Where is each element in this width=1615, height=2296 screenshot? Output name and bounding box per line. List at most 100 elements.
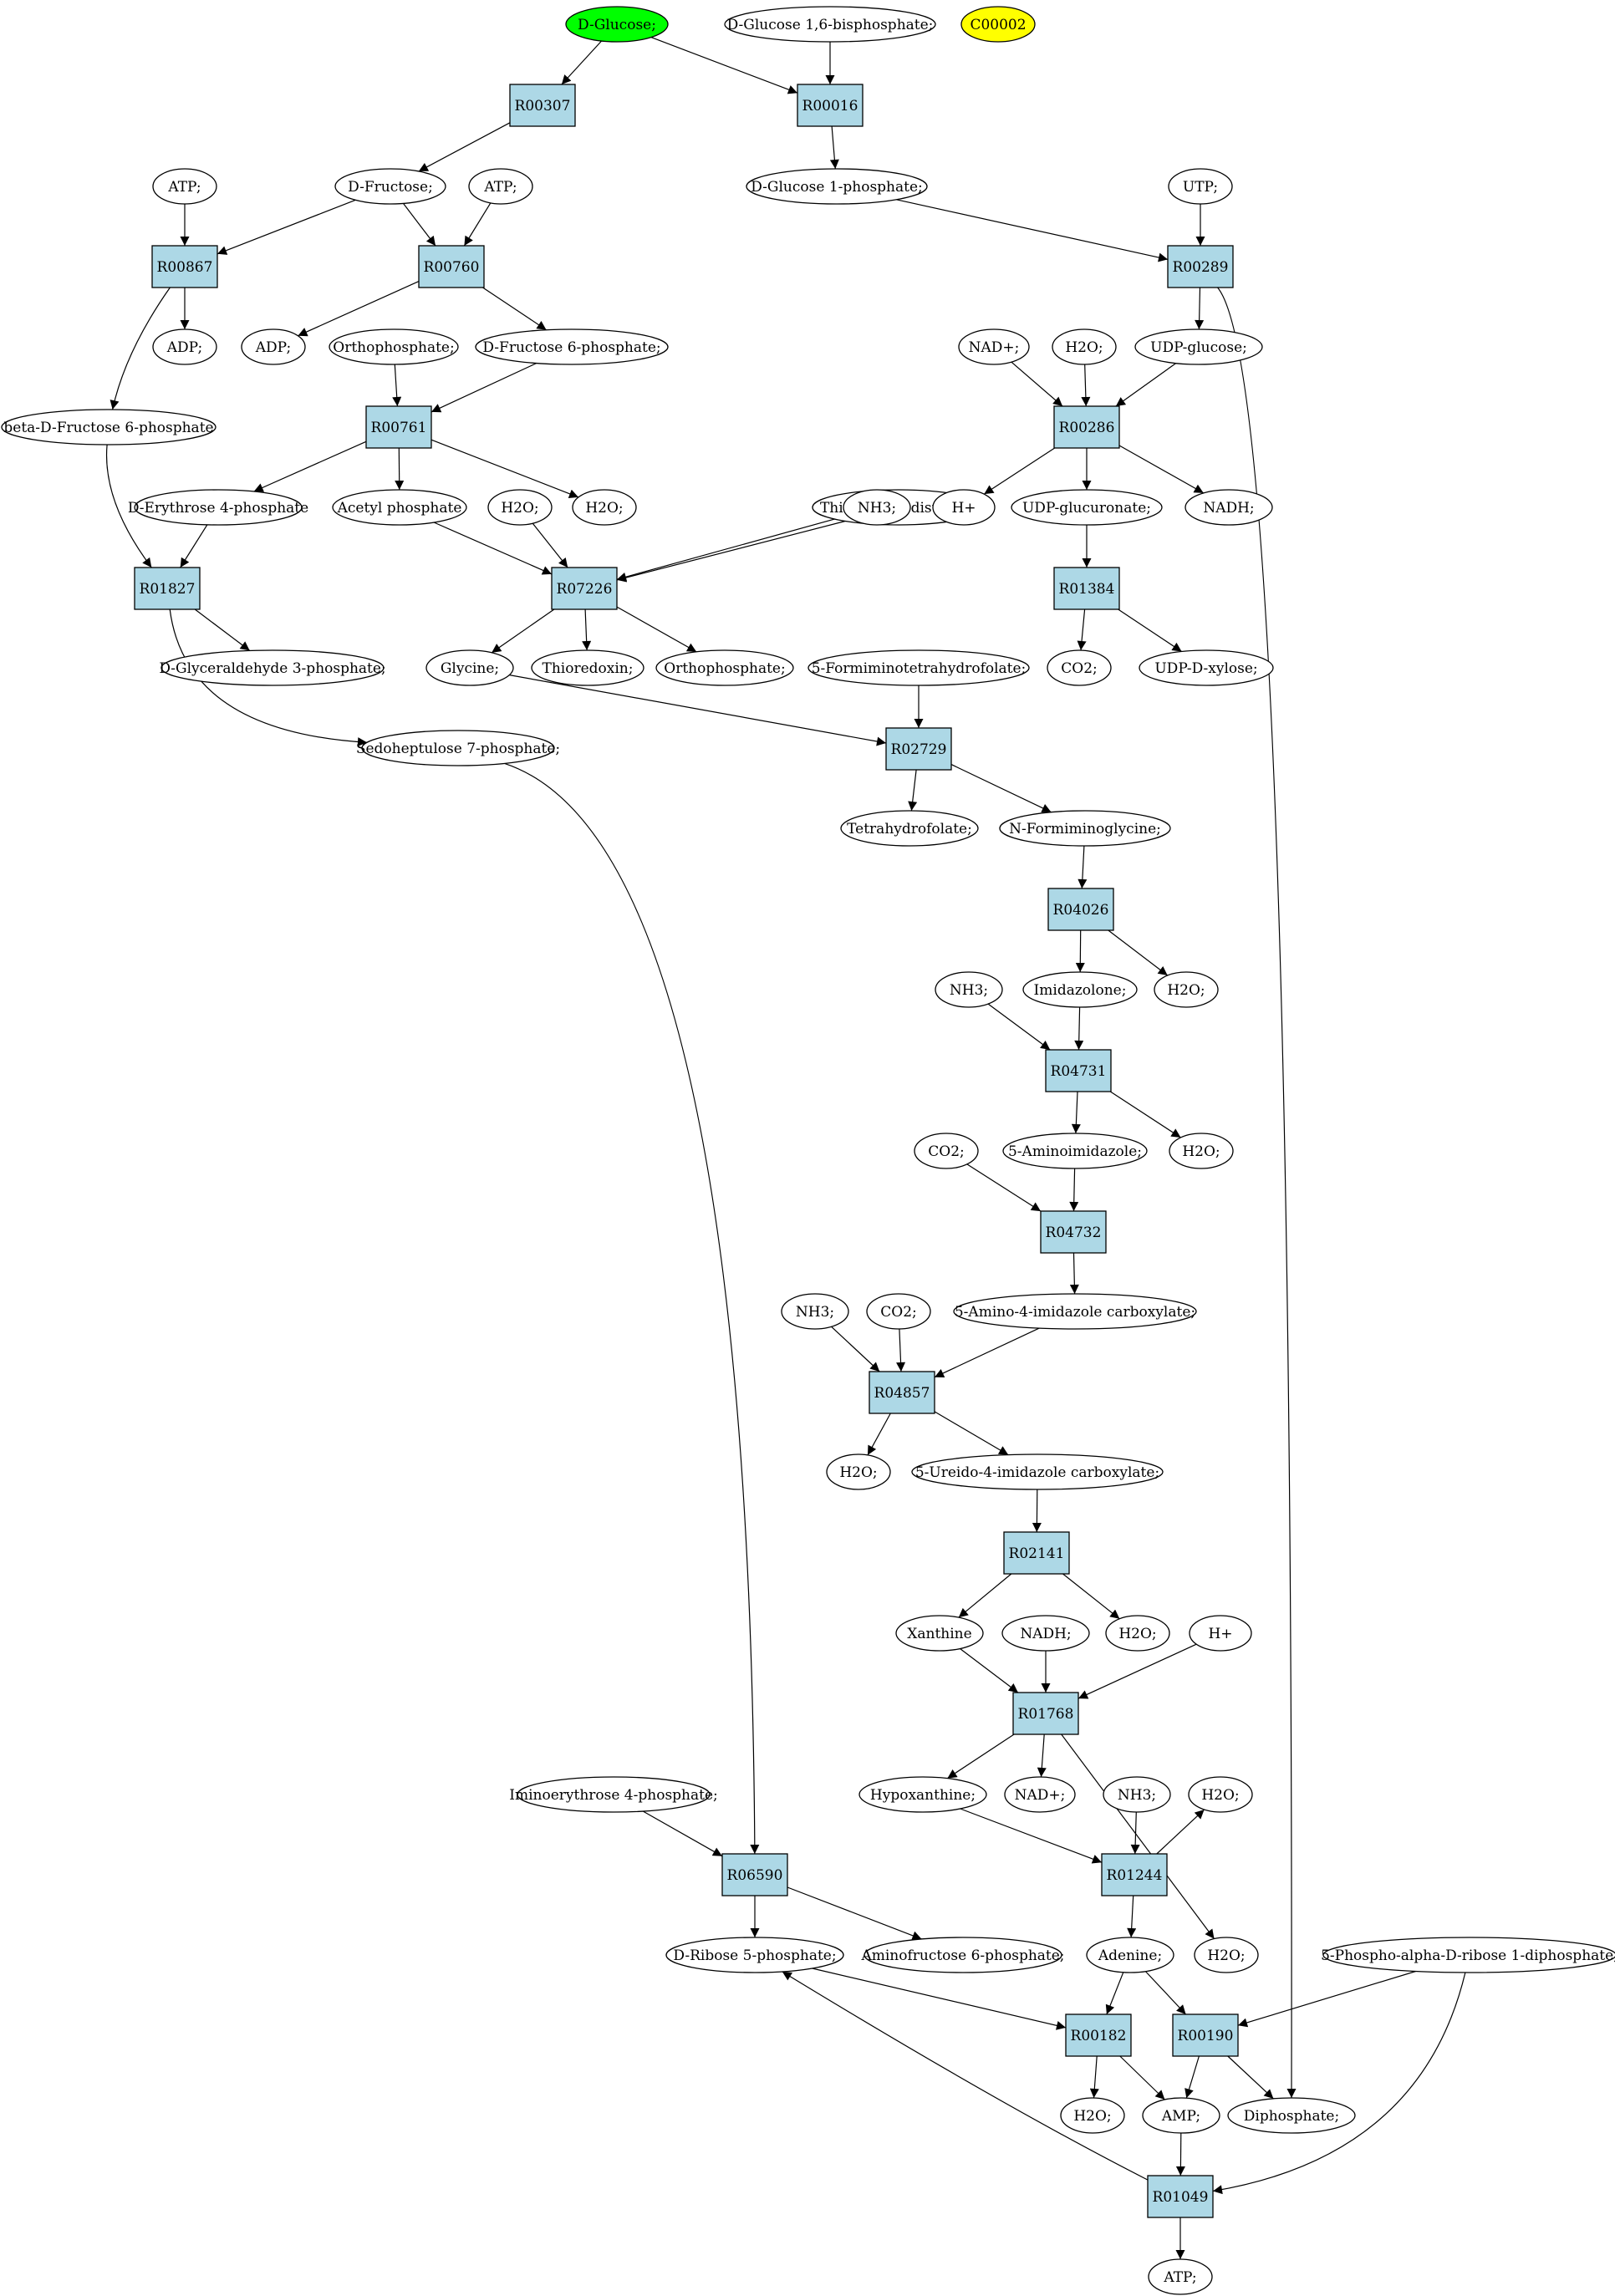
reaction-node-r07226[interactable]: R07226 xyxy=(551,567,618,610)
reaction-node-r00307[interactable]: R00307 xyxy=(509,84,576,127)
compound-node-hyp[interactable]: Hypoxanthine; xyxy=(858,1776,987,1813)
reaction-node-r00867[interactable]: R00867 xyxy=(151,245,218,288)
compound-node-h2o_i[interactable]: H2O; xyxy=(1194,1937,1259,1973)
compound-node-gly[interactable]: Glycine; xyxy=(425,649,514,686)
reaction-node-r04731[interactable]: R04731 xyxy=(1045,1049,1112,1092)
reaction-node-r00760[interactable]: R00760 xyxy=(418,245,485,288)
compound-node-bf6p[interactable]: beta-D-Fructose 6-phosphate xyxy=(1,409,217,445)
compound-label: NAD+; xyxy=(969,339,1020,356)
compound-node-h2o_h[interactable]: H2O; xyxy=(1188,1776,1253,1813)
compound-node-f6p[interactable]: D-Fructose 6-phosphate; xyxy=(475,328,669,365)
reaction-node-r00016[interactable]: R00016 xyxy=(797,84,864,127)
compound-node-h2o_c[interactable]: H2O; xyxy=(572,489,637,526)
reaction-node-r02729[interactable]: R02729 xyxy=(885,727,952,771)
compound-node-h2o_g[interactable]: H2O; xyxy=(1105,1615,1170,1652)
compound-node-adp2[interactable]: ADP; xyxy=(241,328,306,365)
compound-node-glc1p[interactable]: D-Glucose 1-phosphate; xyxy=(746,168,928,205)
compound-node-acp[interactable]: Acetyl phosphate xyxy=(332,489,467,526)
compound-node-amp[interactable]: AMP; xyxy=(1142,2097,1220,2134)
compound-node-udpxyl[interactable]: UDP-D-xylose; xyxy=(1139,649,1274,686)
compound-node-co2_b[interactable]: CO2; xyxy=(914,1133,979,1169)
reaction-node-r04026[interactable]: R04026 xyxy=(1047,888,1114,931)
compound-node-trx[interactable]: Thioredoxin; xyxy=(531,649,644,686)
reaction-node-r02141[interactable]: R02141 xyxy=(1003,1531,1070,1575)
reaction-node-r04857[interactable]: R04857 xyxy=(869,1371,935,1414)
compound-node-uic[interactable]: 5-Ureido-4-imidazole carboxylate; xyxy=(911,1453,1164,1490)
reaction-node-r01049[interactable]: R01049 xyxy=(1147,2175,1214,2218)
compound-node-r5p[interactable]: D-Ribose 5-phosphate; xyxy=(665,1937,844,1973)
compound-node-nh3_a[interactable]: NH3; xyxy=(843,489,911,526)
compound-node-e4p[interactable]: D-Erythrose 4-phosphate xyxy=(128,489,308,526)
compound-node-nh3_b[interactable]: NH3; xyxy=(935,971,1003,1008)
edge-layer xyxy=(105,37,1466,2259)
compound-node-atp3[interactable]: ATP; xyxy=(1148,2258,1213,2295)
reaction-node-r01827[interactable]: R01827 xyxy=(134,567,201,610)
compound-node-iminoe4p[interactable]: Iminoerythrose 4-phosphate; xyxy=(509,1776,718,1813)
reaction-node-r01384[interactable]: R01384 xyxy=(1053,567,1120,610)
compound-node-thf[interactable]: Tetrahydrofolate; xyxy=(840,810,979,847)
compound-node-c00002[interactable]: C00002 xyxy=(960,6,1036,43)
compound-label: Sedoheptulose 7-phosphate; xyxy=(356,741,560,757)
compound-node-ga3p[interactable]: D-Glyceraldehyde 3-phosphate; xyxy=(159,649,386,686)
compound-node-co2_c[interactable]: CO2; xyxy=(866,1293,931,1330)
compound-node-ade[interactable]: Adenine; xyxy=(1086,1937,1174,1973)
compound-node-h2o_a[interactable]: H2O; xyxy=(1052,328,1117,365)
compound-node-ppi[interactable]: Diphosphate; xyxy=(1227,2097,1356,2134)
compound-node-imz[interactable]: Imidazolone; xyxy=(1022,971,1138,1008)
reaction-node-r00182[interactable]: R00182 xyxy=(1065,2013,1132,2057)
edge-h2o_b-to-R07226 xyxy=(532,522,568,568)
compound-label: N-Formiminoglycine; xyxy=(1009,821,1161,837)
compound-node-figly[interactable]: N-Formiminoglycine; xyxy=(999,810,1171,847)
compound-node-nh3_d[interactable]: NH3; xyxy=(1103,1776,1171,1813)
compound-node-nad2[interactable]: NAD+; xyxy=(1004,1776,1076,1813)
compound-node-udpgca[interactable]: UDP-glucuronate; xyxy=(1011,489,1163,526)
compound-node-h2o_b[interactable]: H2O; xyxy=(487,489,553,526)
compound-node-aim[interactable]: 5-Aminoimidazole; xyxy=(1002,1133,1148,1169)
compound-node-fru[interactable]: D-Fructose; xyxy=(334,168,446,205)
reaction-label: R07226 xyxy=(557,581,613,598)
compound-ellipse xyxy=(843,489,911,526)
compound-node-udpglc[interactable]: UDP-glucose; xyxy=(1134,328,1263,365)
compound-node-xan[interactable]: Xanthine xyxy=(895,1615,984,1652)
edge-hyp-to-R01244 xyxy=(960,1808,1103,1864)
compound-node-amf6p[interactable]: Aminofructose 6-phosphate; xyxy=(860,1937,1065,1973)
compound-node-nad1[interactable]: NAD+; xyxy=(958,328,1030,365)
reaction-node-r00286[interactable]: R00286 xyxy=(1053,405,1120,449)
compound-node-pi1[interactable]: Orthophosphate; xyxy=(329,328,459,365)
compound-node-aic[interactable]: 5-Amino-4-imidazole carboxylate; xyxy=(953,1293,1197,1330)
reaction-label: R04026 xyxy=(1053,902,1109,919)
edge-R04731-to-aim xyxy=(1071,1091,1081,1134)
compound-node-hplus2[interactable]: H+ xyxy=(1189,1615,1252,1652)
compound-label: H2O; xyxy=(501,500,538,517)
reaction-node-r00761[interactable]: R00761 xyxy=(365,405,432,449)
compound-node-nh3_c[interactable]: NH3; xyxy=(781,1293,849,1330)
reaction-node-r01768[interactable]: R01768 xyxy=(1012,1692,1079,1735)
compound-node-hplus1[interactable]: H+ xyxy=(932,489,996,526)
compound-node-nadh1[interactable]: NADH; xyxy=(1185,489,1273,526)
compound-node-nadh2[interactable]: NADH; xyxy=(1001,1615,1090,1652)
compound-node-h2o_f[interactable]: H2O; xyxy=(826,1453,891,1490)
compound-node-fthf[interactable]: 5-Formiminotetrahydrofolate; xyxy=(808,649,1030,686)
compound-node-pi2[interactable]: Orthophosphate; xyxy=(655,649,794,686)
compound-node-h2o_e[interactable]: H2O; xyxy=(1169,1133,1234,1169)
compound-node-h2o_d[interactable]: H2O; xyxy=(1154,971,1219,1008)
compound-node-atp1[interactable]: ATP; xyxy=(152,168,217,205)
compound-node-glc[interactable]: D-Glucose; xyxy=(565,6,669,43)
compound-node-co2_a[interactable]: CO2; xyxy=(1047,649,1112,686)
compound-label: 5-Phospho-alpha-D-ribose 1-diphosphate; xyxy=(1321,1947,1615,1964)
compound-node-prpp[interactable]: 5-Phospho-alpha-D-ribose 1-diphosphate; xyxy=(1321,1937,1615,1973)
reaction-node-r06590[interactable]: R06590 xyxy=(721,1853,788,1896)
reaction-node-r04732[interactable]: R04732 xyxy=(1040,1210,1107,1254)
compound-node-adp1[interactable]: ADP; xyxy=(152,328,217,365)
reaction-node-r01244[interactable]: R01244 xyxy=(1101,1853,1168,1896)
compound-node-s7p[interactable]: Sedoheptulose 7-phosphate; xyxy=(356,730,560,766)
compound-node-atp2[interactable]: ATP; xyxy=(468,168,533,205)
compound-node-h2o_j[interactable]: H2O; xyxy=(1060,2097,1125,2134)
reaction-node-r00190[interactable]: R00190 xyxy=(1172,2013,1239,2057)
reaction-node-r00289[interactable]: R00289 xyxy=(1167,245,1234,288)
compound-ellipse xyxy=(1227,2097,1356,2134)
compound-label: Tetrahydrofolate; xyxy=(847,821,972,837)
compound-node-utp[interactable]: UTP; xyxy=(1168,168,1233,205)
compound-node-glc16bp[interactable]: D-Glucose 1,6-bisphosphate; xyxy=(724,6,936,43)
